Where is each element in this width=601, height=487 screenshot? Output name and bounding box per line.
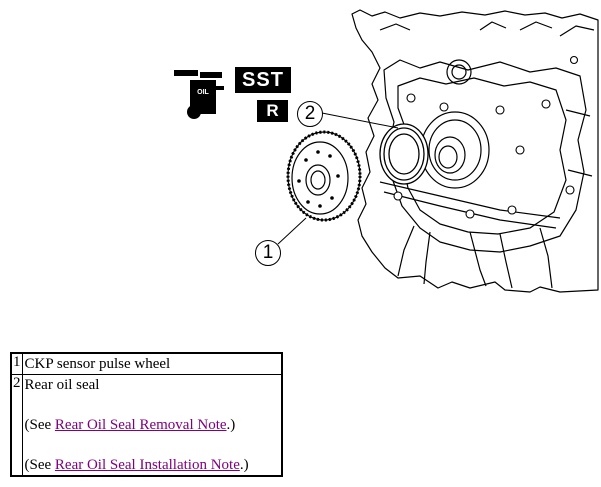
removal-note: (See Rear Oil Seal Removal Note.)	[24, 417, 236, 433]
engine-illustration	[174, 9, 599, 293]
callout-1: 1	[255, 240, 281, 266]
rear-oil-seal-removal-note-link[interactable]: Rear Oil Seal Removal Note	[54, 417, 227, 433]
replace-symbol: R	[257, 100, 288, 122]
part-number: 2	[10, 374, 23, 477]
parts-table: 1 CKP sensor pulse wheel 2 Rear oil seal…	[10, 352, 283, 477]
part-description: CKP sensor pulse wheel	[21, 352, 282, 375]
part-number: 1	[10, 352, 23, 375]
table-row: 2 Rear oil seal (See Rear Oil Seal Remov…	[10, 374, 282, 477]
part-name: CKP sensor pulse wheel	[24, 356, 171, 372]
oil-symbol-label: OIL	[197, 89, 209, 96]
oil-can-icon	[174, 70, 224, 119]
exploded-view-figure: OIL SST R 1 2	[174, 9, 599, 293]
table-row: 1 CKP sensor pulse wheel	[10, 352, 282, 375]
sst-symbol: SST	[235, 67, 291, 93]
callout-2: 2	[297, 101, 323, 127]
part-name: Rear oil seal	[24, 377, 100, 393]
rear-oil-seal-installation-note-link[interactable]: Rear Oil Seal Installation Note	[54, 457, 240, 473]
part-description: Rear oil seal (See Rear Oil Seal Removal…	[21, 374, 282, 477]
installation-note: (See Rear Oil Seal Installation Note.)	[24, 457, 249, 473]
